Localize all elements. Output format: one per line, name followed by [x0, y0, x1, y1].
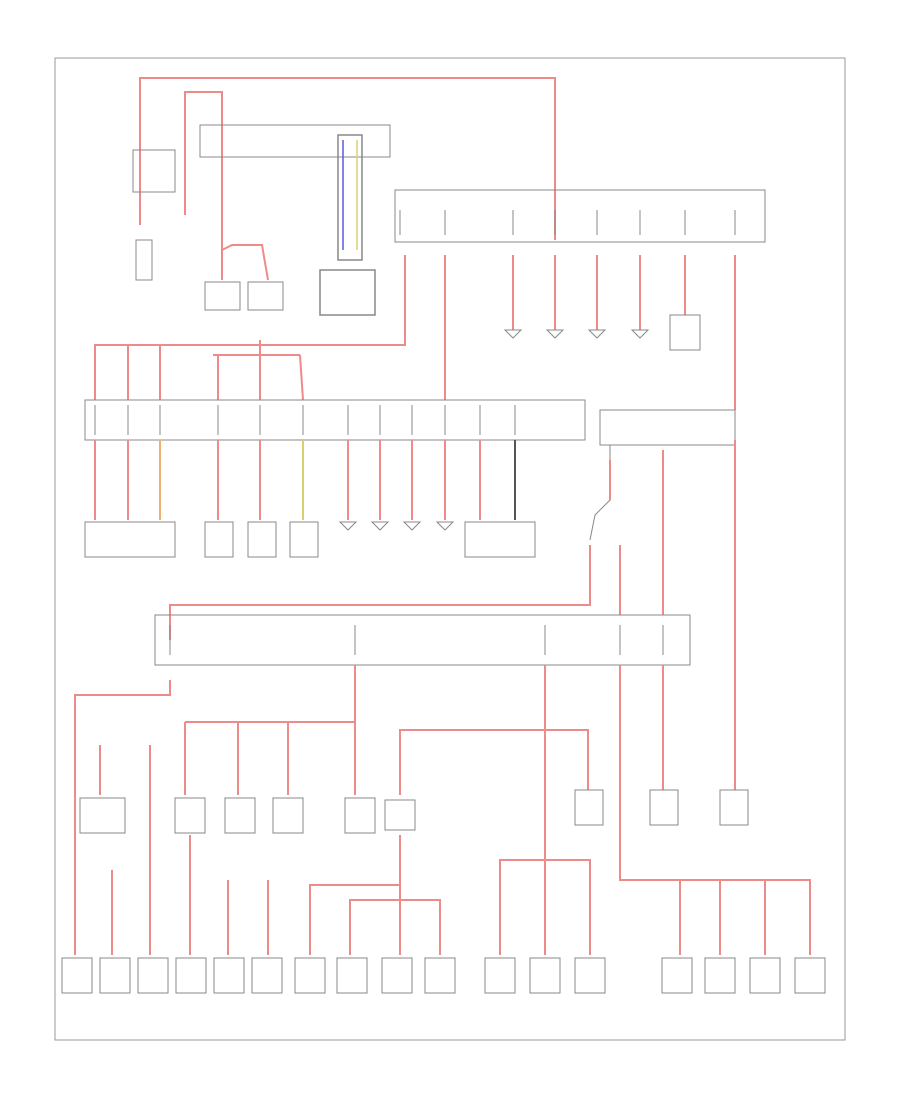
engine-fuse-box	[84, 399, 586, 441]
engine-fuse-wires	[94, 440, 516, 520]
relay-wires	[169, 440, 736, 790]
top-power-wires	[94, 77, 736, 410]
bottom-loads	[61, 957, 826, 994]
diagram-frame	[54, 57, 846, 1041]
engine-loads	[84, 521, 536, 558]
lower-power-wires	[74, 665, 811, 955]
top-loads	[503, 314, 701, 351]
starter-generator	[204, 281, 284, 311]
battery-fuse-block	[132, 149, 176, 281]
mid-lower-loads	[79, 789, 749, 834]
main-fuse-box	[199, 124, 766, 243]
passenger-fuse-box	[154, 614, 691, 666]
cluster-connector	[319, 134, 376, 316]
